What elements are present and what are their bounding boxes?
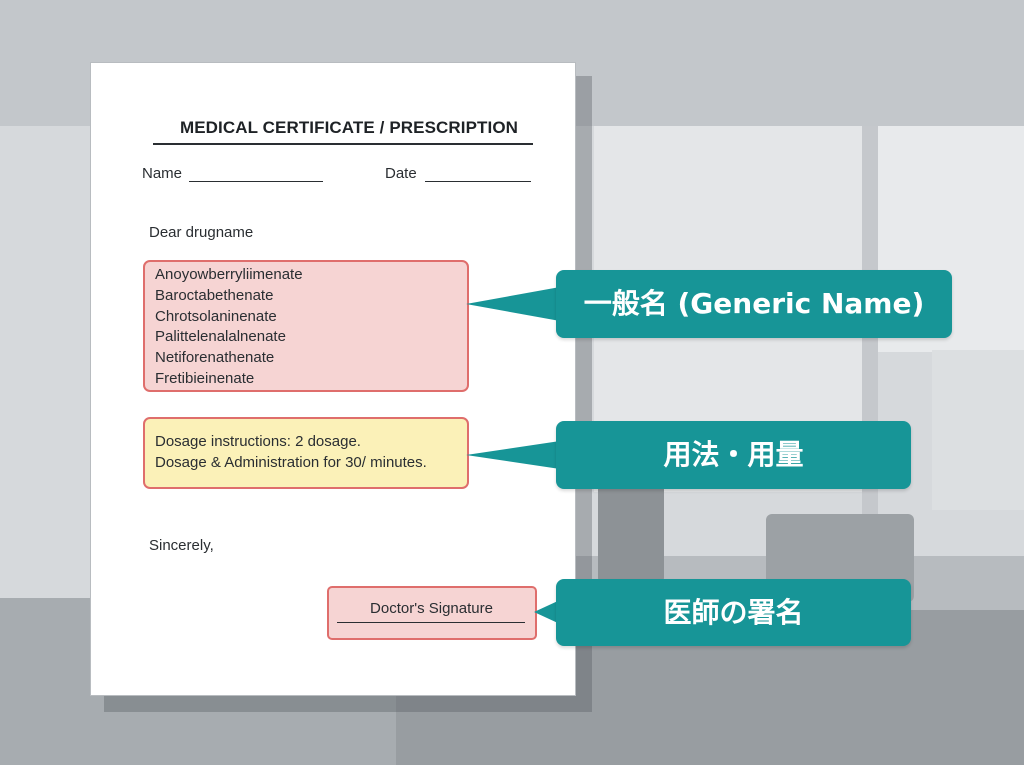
signature-line xyxy=(337,622,525,623)
generic-name-item: Netiforenathenate xyxy=(155,349,275,367)
dosage-callout-label: 用法・用量 xyxy=(663,438,804,471)
closing-text: Sincerely, xyxy=(149,537,214,554)
generic-name-item: Baroctabethenate xyxy=(155,286,274,304)
dosage-line: Dosage & Administration for 30/ minutes. xyxy=(155,454,427,471)
window-lower-right xyxy=(932,350,1024,510)
generic-name-box: Anoyowberryliimenate Baroctabethenate Ch… xyxy=(143,260,469,392)
greeting-text: Dear drugname xyxy=(149,224,254,241)
generic-name-callout: 一般名 (Generic Name) xyxy=(556,270,952,338)
document-title: MEDICAL CERTIFICATE / PRESCRIPTION xyxy=(179,118,519,137)
date-field-line xyxy=(425,181,531,182)
date-field-label: Date xyxy=(385,165,417,182)
dosage-callout: 用法・用量 xyxy=(556,421,911,489)
prescription-document: MEDICAL CERTIFICATE / PRESCRIPTION Name … xyxy=(90,62,576,696)
signature-callout-label: 医師の署名 xyxy=(663,596,804,629)
signature-label: Doctor's Signature xyxy=(370,600,493,617)
name-field-label: Name xyxy=(142,165,183,182)
title-underline xyxy=(153,143,533,145)
generic-name-item: Chrotsolaninenate xyxy=(155,307,277,325)
generic-name-item: Fretibieinenate xyxy=(155,369,255,387)
background-monitor-left xyxy=(598,482,664,582)
name-field-line xyxy=(189,181,323,182)
generic-name-callout-label: 一般名 (Generic Name) xyxy=(583,287,925,320)
signature-box: Doctor's Signature xyxy=(327,586,537,640)
dosage-line: Dosage instructions: 2 dosage. xyxy=(155,433,361,450)
generic-name-item: Palittelenalalnenate xyxy=(155,328,286,346)
generic-name-item: Anoyowberryliimenate xyxy=(155,266,303,283)
dosage-box: Dosage instructions: 2 dosage. Dosage & … xyxy=(143,417,469,489)
signature-callout: 医師の署名 xyxy=(556,579,911,646)
